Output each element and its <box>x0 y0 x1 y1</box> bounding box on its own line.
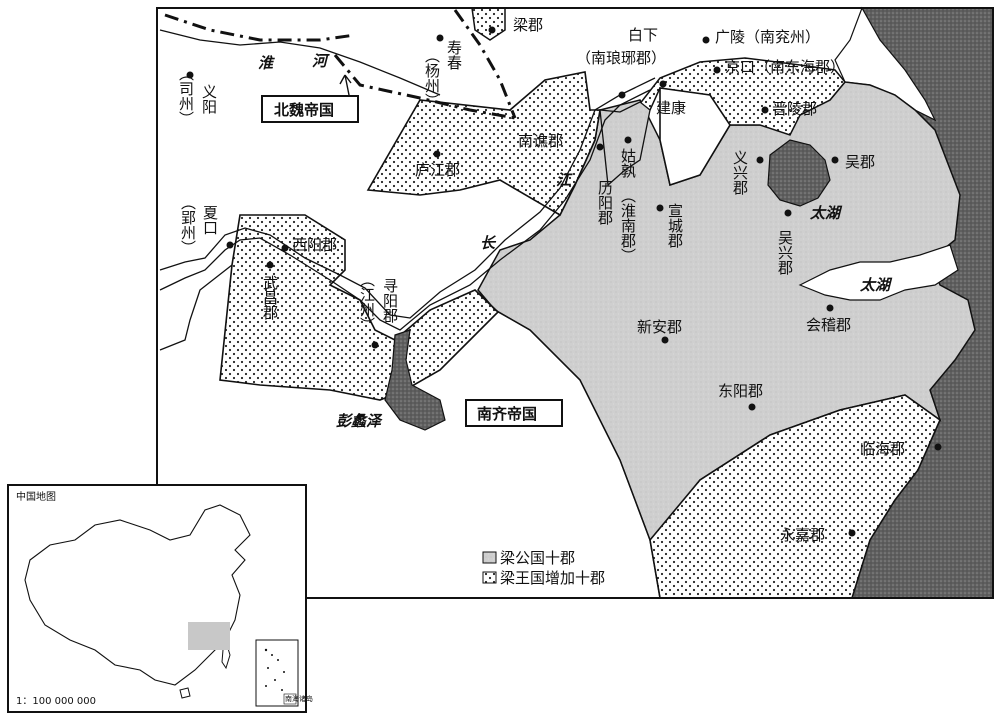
beiwei-box <box>261 95 359 123</box>
label-xinan: 新安郡 <box>637 318 682 336</box>
dot-jiankang <box>659 80 667 88</box>
label-nanqiao: 南谯郡 <box>518 132 563 150</box>
label-yingzhou: （郢州） <box>179 195 197 255</box>
label-gushu: 姑孰 <box>619 148 637 179</box>
nanqi-box <box>465 399 563 427</box>
dot-xunyang <box>371 341 379 349</box>
label-xunyang: 寻阳郡 <box>381 278 399 323</box>
label-yangzhou: （杨州） <box>423 48 441 108</box>
dot-kuaiji <box>826 304 834 312</box>
label-shouchun: 寿春 <box>445 40 463 70</box>
dot-jinling <box>761 106 769 114</box>
label-xuancheng: 宣城郡 <box>666 203 684 248</box>
label-xiyang: 西阳郡 <box>292 236 337 254</box>
dot-gushu <box>624 136 632 144</box>
label-liyang: 历阳郡 <box>596 180 614 225</box>
inset-scale: 1：100 000 000 <box>16 696 96 707</box>
east-sea <box>852 8 993 598</box>
gushu-strip <box>599 101 651 187</box>
lujiang-dotted <box>366 71 601 217</box>
label-guangling: 广陵（南兖州） <box>715 28 820 46</box>
label-taihu-1: 太湖 <box>809 204 843 222</box>
label-wuchang: 武昌郡 <box>261 275 279 320</box>
hainan-outline <box>179 687 191 699</box>
label-dongyang: 东阳郡 <box>718 382 763 400</box>
label-yiyang: 义阳 <box>200 84 218 114</box>
label-jinling: 晋陵郡 <box>772 100 817 118</box>
inset-highlight <box>188 622 230 650</box>
label-beiwei: 北魏帝国 <box>274 101 334 119</box>
dot-nanqiao <box>596 143 604 151</box>
label-wuxing: 吴兴郡 <box>776 230 794 275</box>
yangtze-river <box>159 89 651 331</box>
label-nanqi: 南齐帝国 <box>477 405 537 423</box>
label-jiankang: 建康 <box>656 99 686 117</box>
dot-wujun <box>831 156 839 164</box>
label-huai: 淮 <box>258 54 275 72</box>
label-yixing: 义兴郡 <box>731 150 749 195</box>
legend-dotted-swatch <box>482 571 497 584</box>
dot-xiyang <box>281 244 289 252</box>
dot-baixia <box>618 91 626 99</box>
label-linhai: 临海郡 <box>860 440 905 458</box>
yangtze-river-bank <box>159 77 656 319</box>
dot-xinan <box>661 336 669 344</box>
legend-gray-swatch <box>482 551 497 564</box>
dot-wuxing <box>784 209 792 217</box>
inset-map: 中国地图 南海诸岛 1：100 000 000 <box>7 484 313 713</box>
label-wujun: 吴郡 <box>845 153 875 171</box>
south-boundary-line <box>477 289 661 599</box>
south-sea-label: 南海诸岛 <box>285 694 313 703</box>
label-he: 河 <box>312 52 330 70</box>
huai-river <box>159 29 441 96</box>
dot-guangling <box>702 36 710 44</box>
label-pengli: 彭蠡泽 <box>336 412 383 430</box>
label-xiakou: 夏口 <box>201 205 219 235</box>
city-dots <box>186 26 942 537</box>
label-yongjia: 永嘉郡 <box>780 526 825 544</box>
label-liangjun: 梁郡 <box>513 16 543 34</box>
label-chang: 长 <box>480 234 497 252</box>
west-boundary <box>159 264 233 351</box>
north-border <box>164 9 517 120</box>
jiankang-block <box>659 87 731 187</box>
dot-dongyang <box>748 403 756 411</box>
dot-shouchun <box>436 34 444 42</box>
label-jiang: 江 <box>556 171 573 189</box>
legend-dotted-label: 梁王国增加十郡 <box>500 569 605 587</box>
south-sea-label-box <box>283 693 297 705</box>
taihu-lake <box>767 139 831 207</box>
label-baixia: 白下 <box>628 26 658 44</box>
dot-xiakou <box>226 241 234 249</box>
dot-liangjun <box>488 26 496 34</box>
dot-wuchang <box>266 261 274 269</box>
label-sizhou: （司州） <box>177 66 195 126</box>
dot-yiyang <box>186 71 194 79</box>
inset-title: 中国地图 <box>16 490 56 503</box>
legend-gray-label: 梁公国十郡 <box>500 549 575 567</box>
south-sea-islands <box>264 648 285 691</box>
map-frame-border <box>156 7 994 599</box>
label-jingkou: 京口（南东海郡） <box>725 58 845 76</box>
label-taihu-2: 太湖 <box>859 276 893 294</box>
pengli-lake <box>384 329 446 431</box>
legend: 梁公国十郡 梁王国增加十郡 <box>482 549 605 587</box>
label-kuaiji: 会稽郡 <box>806 316 851 334</box>
dot-lujiang <box>433 150 441 158</box>
dot-yongjia <box>848 529 856 537</box>
dot-jingkou <box>713 66 721 74</box>
dot-linhai <box>934 443 942 451</box>
label-jiangzhou: （江州） <box>358 272 376 332</box>
west-dotted-region <box>219 214 500 401</box>
label-huainan: （淮南郡） <box>619 188 637 263</box>
label-nanlangya: （南琅琊郡） <box>576 49 666 67</box>
dot-yixing <box>756 156 764 164</box>
dot-xuancheng <box>656 204 664 212</box>
label-lujiang: 庐江郡 <box>415 161 460 179</box>
hangzhou-bay <box>798 244 959 301</box>
